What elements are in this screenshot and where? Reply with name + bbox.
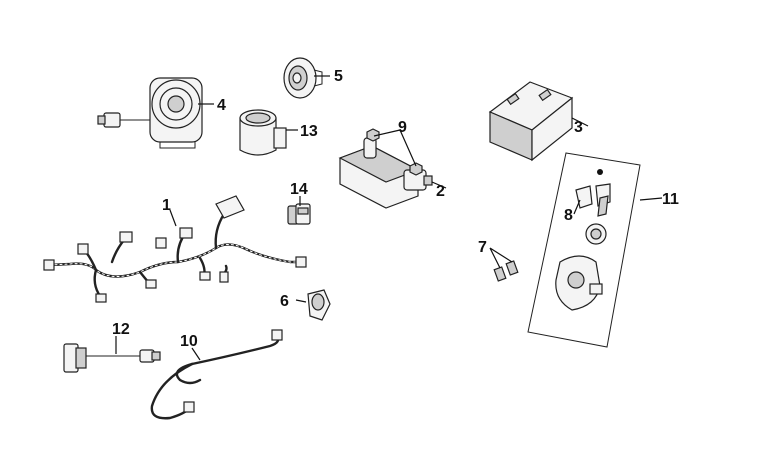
callout-13: 13: [300, 123, 318, 140]
part-9-nuts: [366, 128, 423, 176]
callout-12: 12: [112, 321, 130, 338]
callout-3: 3: [574, 119, 583, 136]
callout-5: 5: [334, 68, 343, 85]
callout-10: 10: [180, 333, 198, 350]
callout-14: 14: [290, 181, 308, 198]
part-11-lock-set: [527, 152, 641, 348]
part-6-socket: [307, 289, 331, 321]
part-12-usb-socket: [63, 343, 161, 373]
part-5-small-horn: [283, 57, 323, 99]
leader-lines: [115, 75, 663, 361]
part-8-keys: [575, 183, 611, 217]
part-1-wiring-harness: [43, 195, 307, 303]
callout-11: 11: [662, 191, 679, 208]
part-7-screws: [493, 260, 519, 282]
callout-9: 9: [398, 119, 407, 136]
part-10-cable: [150, 329, 283, 420]
callout-4: 4: [217, 97, 226, 114]
callout-6: 6: [280, 293, 289, 310]
callout-labels: 1 2 3 4 5 6 7 8 9 10 11 12 13 14: [112, 68, 679, 350]
part-3-battery: [488, 81, 574, 162]
callout-7: 7: [478, 239, 487, 256]
callout-1: 1: [162, 197, 171, 214]
part-13-relay: [239, 109, 287, 156]
part-14-connector: [287, 203, 311, 225]
part-4-horn: [97, 77, 203, 149]
part-2-ignition-coil: [338, 137, 433, 209]
callout-8: 8: [564, 207, 573, 224]
callout-2: 2: [436, 183, 445, 200]
